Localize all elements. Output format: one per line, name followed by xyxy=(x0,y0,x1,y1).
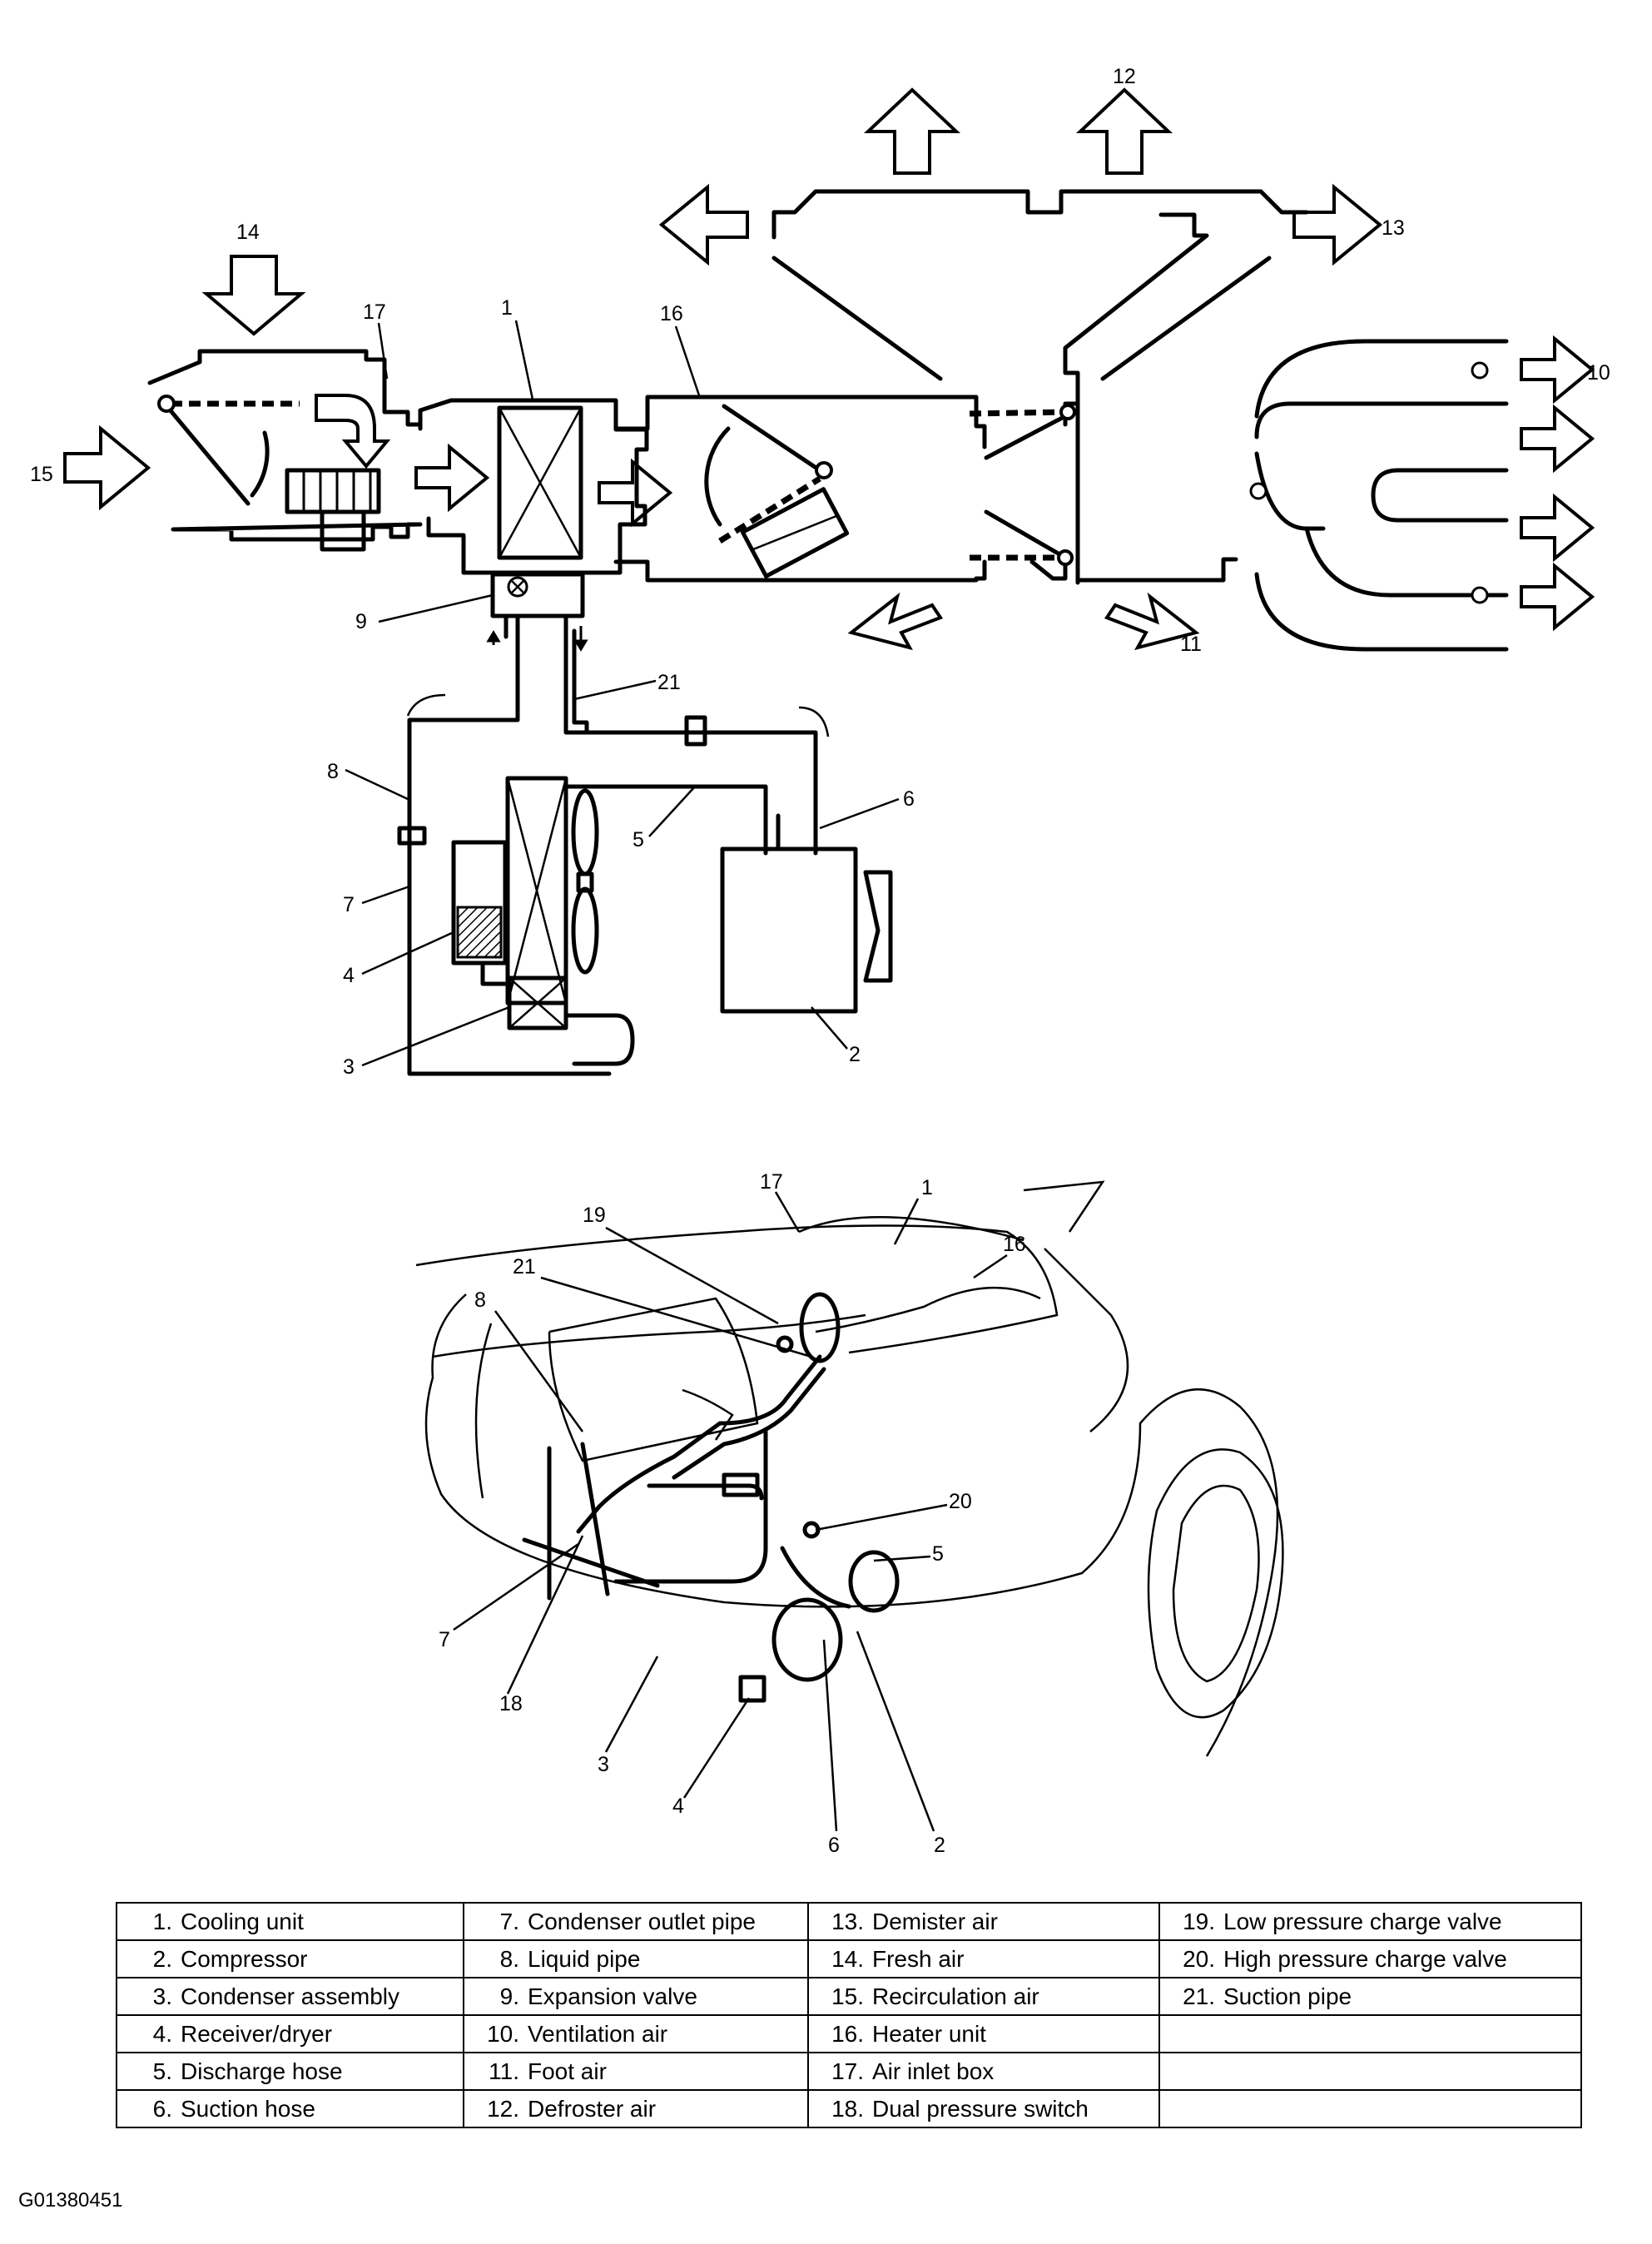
legend-cell xyxy=(1158,2014,1582,2053)
hvac-schematic xyxy=(63,87,1595,1076)
legend-cell xyxy=(1158,2089,1582,2128)
legend-cell: 11.Foot air xyxy=(463,2052,809,2091)
callout-4: 4 xyxy=(343,964,355,987)
vehicle-callout-7: 7 xyxy=(439,1628,450,1651)
vehicle-callout-5: 5 xyxy=(932,1542,944,1566)
callout-2: 2 xyxy=(849,1043,861,1066)
callout-17: 17 xyxy=(363,300,386,324)
callout-5: 5 xyxy=(633,828,644,851)
legend-cell: 19.Low pressure charge valve xyxy=(1158,1902,1582,1941)
legend-cell: 6.Suction hose xyxy=(116,2089,464,2128)
legend-cell: 9.Expansion valve xyxy=(463,1977,809,2016)
callout-13: 13 xyxy=(1382,216,1405,240)
callout-6: 6 xyxy=(903,787,915,811)
vehicle-callout-3: 3 xyxy=(598,1753,609,1776)
legend-cell: 5.Discharge hose xyxy=(116,2052,464,2091)
vehicle-callout-16: 16 xyxy=(1003,1233,1026,1256)
heater-unit-housing xyxy=(613,212,1238,583)
legend-cell: 10.Ventilation air xyxy=(463,2014,809,2053)
callout-9: 9 xyxy=(355,610,367,633)
vehicle-callout-20: 20 xyxy=(949,1490,972,1513)
legend-cell: 13.Demister air xyxy=(807,1902,1160,1941)
expansion-valve xyxy=(490,572,585,618)
vehicle-callout-17: 17 xyxy=(760,1170,783,1194)
legend-cell: 3.Condenser assembly xyxy=(116,1977,464,2016)
vehicle-callout-4: 4 xyxy=(672,1795,684,1818)
callout-1: 1 xyxy=(501,296,513,320)
legend-row: 4.Receiver/dryer 10.Ventilation air 16.H… xyxy=(116,2014,1582,2053)
vehicle-callouts: 1 2 3 4 5 6 7 8 16 17 18 19 20 21 xyxy=(439,1170,1026,1857)
callout-16: 16 xyxy=(660,302,683,325)
vehicle-callout-6: 6 xyxy=(828,1834,840,1857)
blower-fan xyxy=(285,468,381,514)
airflow-arrows xyxy=(63,87,1595,651)
legend-cell: 15.Recirculation air xyxy=(807,1977,1160,2016)
refrigerant-lines xyxy=(407,613,818,1076)
legend-cell: 7.Condenser outlet pipe xyxy=(463,1902,809,1941)
evaporator-core xyxy=(497,405,583,560)
callout-10: 10 xyxy=(1587,361,1610,385)
legend-cell: 17.Air inlet box xyxy=(807,2052,1160,2091)
heater-core xyxy=(740,487,850,578)
legend-cell: 12.Defroster air xyxy=(463,2089,809,2128)
legend-cell xyxy=(1158,2052,1582,2091)
vehicle-callout-8: 8 xyxy=(474,1288,486,1312)
vehicle-callout-1: 1 xyxy=(921,1176,933,1199)
compressor xyxy=(720,846,858,1014)
vehicle-view xyxy=(415,1180,1284,1757)
callout-14: 14 xyxy=(236,221,260,244)
callout-7: 7 xyxy=(343,893,355,916)
schematic-callouts: 1 2 3 4 5 6 7 8 9 10 11 12 13 14 15 16 1… xyxy=(30,65,1610,1079)
figure-code: G01380451 xyxy=(18,2189,123,2212)
vehicle-callout-19: 19 xyxy=(583,1204,606,1227)
legend-cell: 4.Receiver/dryer xyxy=(116,2014,464,2053)
legend-cell: 20.High pressure charge valve xyxy=(1158,1939,1582,1978)
legend-cell: 2.Compressor xyxy=(116,1939,464,1978)
legend-cell: 16.Heater unit xyxy=(807,2014,1160,2053)
legend-cell: 18.Dual pressure switch xyxy=(807,2089,1160,2128)
callout-12: 12 xyxy=(1113,65,1136,88)
callout-11: 11 xyxy=(1180,633,1202,656)
legend-row: 3.Condenser assembly 9.Expansion valve 1… xyxy=(116,1977,1582,2016)
legend-row: 6.Suction hose 12.Defroster air 18.Dual … xyxy=(116,2089,1582,2128)
legend-row: 1.Cooling unit 7.Condenser outlet pipe 1… xyxy=(116,1902,1582,1941)
callout-8: 8 xyxy=(327,760,339,783)
receiver-dryer xyxy=(451,840,508,966)
cooling-unit-housing xyxy=(418,398,649,575)
air-inlet-box xyxy=(147,349,423,542)
condenser-subcool xyxy=(507,976,568,1030)
parts-legend-table: 1.Cooling unit 7.Condenser outlet pipe 1… xyxy=(116,1902,1582,2128)
legend-cell: 8.Liquid pipe xyxy=(463,1939,809,1978)
vehicle-callout-18: 18 xyxy=(499,1692,523,1715)
legend-row: 2.Compressor 8.Liquid pipe 14.Fresh air … xyxy=(116,1939,1582,1978)
legend-cell: 21.Suction pipe xyxy=(1158,1977,1582,2016)
legend-cell: 14.Fresh air xyxy=(807,1939,1160,1978)
callout-3: 3 xyxy=(343,1055,355,1079)
callout-21: 21 xyxy=(657,671,681,694)
vehicle-callout-2: 2 xyxy=(934,1834,945,1857)
legend-row: 5.Discharge hose 11.Foot air 17.Air inle… xyxy=(116,2052,1582,2091)
callout-15: 15 xyxy=(30,463,53,486)
vehicle-callout-21: 21 xyxy=(513,1255,536,1278)
legend-cell: 1.Cooling unit xyxy=(116,1902,464,1941)
